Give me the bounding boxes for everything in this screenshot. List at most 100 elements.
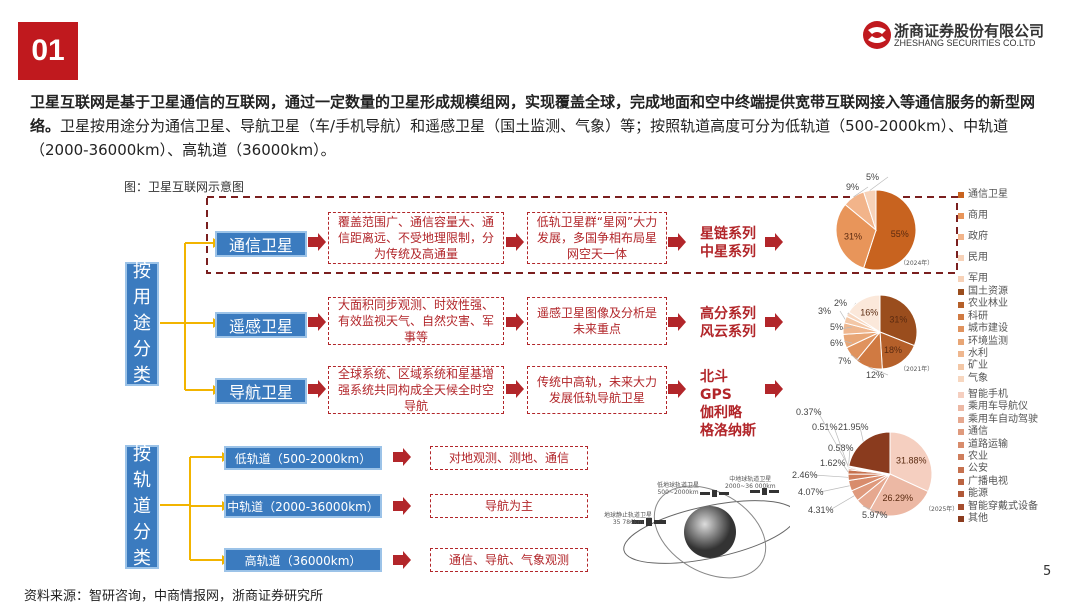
orbit-label-meo: 中地球轨道卫星 2000~36 000km	[725, 476, 776, 490]
legend-swatch	[958, 392, 964, 399]
legend-label: 环境监测	[968, 335, 1008, 347]
legend-item: 环境监测	[958, 336, 1008, 348]
legend-swatch	[958, 233, 964, 240]
legend-item: 广播电视	[958, 476, 1038, 488]
legend-item: 商用	[958, 205, 1008, 226]
pie-slice	[879, 331, 916, 370]
remote-sat-feature: 大面积同步观测、时效性强、有效监视天气、自然灾害、军事等	[328, 297, 504, 345]
pie-slice-label: 6%	[830, 338, 843, 348]
legend-item: 矿业	[958, 360, 1008, 372]
series-item: 北斗	[700, 369, 728, 385]
legend-swatch	[958, 363, 964, 370]
pie-slice-label: 31%	[889, 315, 907, 325]
company-name-cn: 浙商证券股份有限公司	[894, 22, 1045, 40]
pie-leader-line	[844, 340, 853, 344]
legend-item: 城市建设	[958, 323, 1008, 335]
legend-label: 通信	[968, 426, 988, 438]
comm-sat-trend: 低轨卫星群“星网”大力发展，多国争相布局星网空天一体	[527, 212, 667, 264]
legend-label: 商用	[968, 210, 988, 221]
company-logo: 浙商证券股份有限公司 ZHESHANG SECURITIES CO.LTD	[862, 18, 1062, 54]
by-orbit-char: 轨	[133, 470, 151, 491]
pie-legend-2024: 通信卫星商用政府民用军用	[958, 184, 1008, 289]
legend-label: 科研	[968, 310, 988, 322]
pie-slice-label: 26.29%	[882, 493, 913, 503]
pie-leader-line	[850, 354, 861, 362]
legend-swatch	[958, 289, 964, 296]
source-note: 资料来源：智研咨询，中商情报网，浙商证券研究所	[24, 589, 324, 604]
by-use-char: 途	[133, 313, 151, 334]
legend-swatch	[958, 441, 964, 448]
legend-item: 气象	[958, 373, 1008, 385]
legend-item: 智能穿戴式设备	[958, 501, 1038, 513]
intro-normal: 卫星按用途分为通信卫星、导航卫星（车/手机导航）和遥感卫星（国土监测、气象）等；…	[30, 117, 1009, 159]
pie-slice-label: 55%	[891, 229, 909, 239]
by-orbit-char: 分	[133, 522, 151, 543]
comm-sat-series: 星链系列 中星系列	[700, 225, 756, 261]
pie-slice	[879, 294, 918, 347]
pie-slice-label: 0.51%	[812, 422, 838, 432]
comm-sat-feature: 覆盖范围广、通信容量大、通信距离远、不受地理限制，分为传统及高通量	[328, 212, 504, 264]
series-item: 风云系列	[700, 324, 756, 340]
series-item: GPS	[700, 387, 732, 403]
legend-label: 国土资源	[968, 286, 1008, 297]
legend-label: 政府	[968, 231, 988, 242]
by-use-char: 用	[133, 287, 151, 308]
pie-leader-line	[813, 474, 849, 478]
nav-sat-feature: 全球系统、区域系统和星基增强系统共同构成全天候全时空导航	[328, 366, 504, 414]
by-use-char: 分	[133, 339, 151, 360]
pie-slice	[863, 189, 877, 231]
legend-swatch	[958, 516, 964, 523]
zheshang-logo-icon	[863, 21, 891, 49]
orbit-low: 低轨道（500-2000km）	[224, 446, 382, 470]
series-item: 中星系列	[700, 244, 756, 260]
pie-slice-label: 4.07%	[798, 487, 824, 497]
orbit-high: 高轨道（36000km）	[224, 548, 382, 572]
legend-swatch	[958, 429, 964, 436]
legend-swatch	[958, 254, 964, 261]
legend-item: 水利	[958, 348, 1008, 360]
legend-item: 道路运输	[958, 439, 1038, 451]
orbit-low-use: 对地观测、测地、通信	[430, 446, 588, 470]
pie-slice	[868, 473, 929, 517]
by-use-char: 类	[133, 365, 151, 386]
legend-item: 科研	[958, 311, 1008, 323]
pie-year-2021: （2021年）	[900, 366, 934, 373]
remote-sat-series: 高分系列 风云系列	[700, 305, 756, 341]
legend-label: 智能手机	[968, 389, 1008, 400]
legend-swatch	[958, 466, 964, 473]
legend-swatch	[958, 404, 964, 411]
orbit-mid-use: 导航为主	[430, 494, 588, 518]
legend-label: 通信卫星	[968, 189, 1008, 200]
legend-item: 民用	[958, 247, 1008, 268]
legend-swatch	[958, 491, 964, 498]
by-orbit-char: 按	[133, 444, 151, 465]
legend-swatch	[958, 212, 964, 219]
legend-item: 通信卫星	[958, 184, 1008, 205]
legend-label: 矿业	[968, 360, 988, 372]
pie-slice-label: 3%	[818, 306, 831, 316]
pie-slice-label: 21.95%	[838, 422, 869, 432]
legend-label: 水利	[968, 348, 988, 360]
legend-swatch	[958, 503, 964, 510]
legend-label: 农业林业	[968, 298, 1008, 310]
page-number: 5	[1043, 564, 1052, 579]
pie-slice-label: 7%	[838, 356, 851, 366]
legend-item: 智能手机	[958, 389, 1038, 401]
orbit-mid: 中轨道（2000-36000km）	[224, 494, 382, 518]
legend-item: 公安	[958, 463, 1038, 475]
pie-slice-label: 4.31%	[808, 505, 834, 515]
pie-slice-label: 31.88%	[896, 455, 927, 465]
pie-leader-line	[859, 426, 864, 442]
pie-slice-label: 0.37%	[796, 407, 822, 417]
pie-leader-line	[817, 411, 849, 467]
legend-item: 农业林业	[958, 298, 1008, 310]
legend-item: 乘用车导航仪	[958, 401, 1038, 413]
pie-leader-line	[833, 426, 849, 468]
remote-sat-trend: 遥感卫星图像及分析是未来重点	[527, 297, 667, 345]
legend-item: 乘用车自动驾驶	[958, 414, 1038, 426]
legend-swatch	[958, 376, 964, 383]
pie-slice-label: 5%	[866, 172, 879, 182]
legend-label: 民用	[968, 252, 988, 263]
